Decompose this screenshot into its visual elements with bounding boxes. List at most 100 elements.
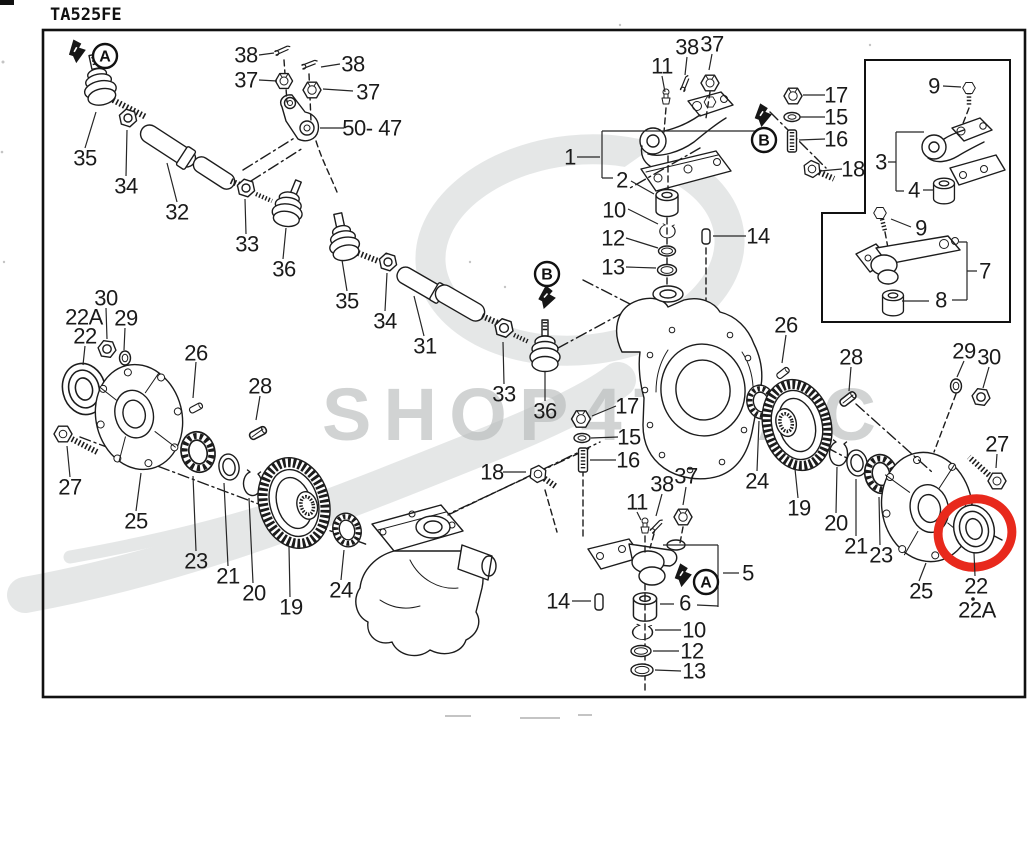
part-label-19: 19 bbox=[787, 496, 811, 521]
part-label-21: 21 bbox=[216, 564, 240, 589]
part-label-22: 22 bbox=[964, 574, 988, 599]
view-direction-arrow-icon bbox=[538, 285, 556, 309]
scan-corner-mark bbox=[0, 0, 14, 5]
part-label-12: 12 bbox=[680, 639, 704, 664]
page-title: TA525FE bbox=[50, 5, 122, 25]
part-label-38: 38 bbox=[341, 52, 365, 77]
part-label-4: 4 bbox=[908, 178, 920, 203]
part-label-26: 26 bbox=[184, 341, 208, 366]
view-direction-arrow-icon bbox=[752, 102, 774, 128]
drag-link-arm bbox=[242, 44, 338, 193]
part-label-22A: 22A bbox=[65, 305, 103, 330]
part-label-35: 35 bbox=[335, 289, 359, 314]
part-label-13: 13 bbox=[601, 255, 625, 280]
part-label-9: 9 bbox=[928, 74, 940, 99]
label-separator-dot bbox=[971, 597, 975, 601]
inset-box bbox=[821, 59, 1011, 323]
part-label-24: 24 bbox=[329, 578, 353, 603]
part-label-23: 23 bbox=[869, 543, 893, 568]
differential-housing bbox=[355, 441, 601, 657]
view-direction-arrow-icon bbox=[66, 37, 88, 65]
part-label-12: 12 bbox=[601, 226, 625, 251]
part-label-37: 37 bbox=[356, 80, 380, 105]
bearing-case-left bbox=[94, 363, 184, 471]
part-label-33: 33 bbox=[235, 232, 259, 257]
view-marker-A: A bbox=[66, 37, 119, 70]
part-label-28: 28 bbox=[839, 345, 863, 370]
scan-noise bbox=[0, 23, 872, 719]
part-label-9: 9 bbox=[915, 216, 927, 241]
part-label-14: 14 bbox=[746, 224, 770, 249]
part-label-1: 1 bbox=[564, 145, 576, 170]
diagram-border bbox=[41, 28, 1027, 699]
part-label-7: 7 bbox=[979, 259, 991, 284]
view-marker-B: B bbox=[750, 102, 778, 154]
part-label-15: 15 bbox=[824, 105, 848, 130]
part-label-35: 35 bbox=[73, 146, 97, 171]
part-label-14: 14 bbox=[546, 589, 570, 614]
part-label-25: 25 bbox=[124, 509, 148, 534]
part-label-18: 18 bbox=[480, 460, 504, 485]
part-label-25: 25 bbox=[909, 579, 933, 604]
part-label-22A: 22A bbox=[958, 598, 996, 623]
axle-housing-center bbox=[439, 285, 791, 519]
part-label-15: 15 bbox=[617, 425, 641, 450]
view-direction-arrow-icon bbox=[672, 562, 694, 588]
bevel-gear-left bbox=[257, 457, 331, 549]
part-label-13: 13 bbox=[682, 659, 706, 684]
part-label-10: 10 bbox=[602, 198, 626, 223]
part-label-23: 23 bbox=[184, 549, 208, 574]
part-label-29: 29 bbox=[114, 306, 138, 331]
part-label-34: 34 bbox=[114, 174, 138, 199]
kingpin-hardware-lower bbox=[526, 410, 592, 490]
part-label-17: 17 bbox=[824, 83, 848, 108]
part-label-10: 10 bbox=[682, 618, 706, 643]
part-label-21: 21 bbox=[844, 534, 868, 559]
part-label-29: 29 bbox=[952, 339, 976, 364]
part-label-27: 27 bbox=[58, 475, 82, 500]
svg-text:B: B bbox=[758, 133, 770, 150]
view-markers: A B B A bbox=[66, 37, 778, 596]
part-label-17: 17 bbox=[615, 394, 639, 419]
part-label-27: 27 bbox=[985, 432, 1009, 457]
part-label-6: 6 bbox=[679, 591, 691, 616]
svg-text:B: B bbox=[541, 267, 553, 284]
part-label-16: 16 bbox=[616, 448, 640, 473]
inset-assemblies bbox=[855, 82, 1006, 317]
part-label-11: 11 bbox=[626, 490, 648, 515]
part-label-33: 33 bbox=[492, 382, 516, 407]
leader-lines bbox=[66, 52, 998, 672]
part-label-22: 22 bbox=[73, 324, 97, 349]
tie-rod-assembly-right bbox=[329, 212, 635, 373]
gear-train-right bbox=[743, 378, 1007, 563]
part-label-38: 38 bbox=[675, 35, 699, 60]
bearing-case-right bbox=[880, 451, 974, 563]
part-label-30: 30 bbox=[94, 286, 118, 311]
part-label-26: 26 bbox=[774, 313, 798, 338]
gear-train-left bbox=[53, 339, 369, 557]
part-label-50-47: 50- 47 bbox=[342, 116, 402, 141]
part-label-11: 11 bbox=[651, 54, 673, 79]
part-label-32: 32 bbox=[165, 200, 189, 225]
tie-rod-assembly-left bbox=[83, 53, 303, 228]
part-label-24: 24 bbox=[745, 469, 769, 494]
svg-text:A: A bbox=[700, 575, 712, 592]
part-label-34: 34 bbox=[373, 309, 397, 334]
part-label-36: 36 bbox=[533, 399, 557, 424]
knuckle-arm-upper bbox=[629, 74, 827, 301]
part-label-37: 37 bbox=[234, 68, 258, 93]
highlight-circle-part-22 bbox=[933, 494, 1017, 572]
part-label-38: 38 bbox=[650, 472, 674, 497]
part-label-16: 16 bbox=[824, 127, 848, 152]
part-label-36: 36 bbox=[272, 257, 296, 282]
part-label-31: 31 bbox=[413, 334, 437, 359]
part-label-18: 18 bbox=[841, 157, 865, 182]
svg-text:A: A bbox=[99, 49, 111, 66]
part-label-37: 37 bbox=[674, 464, 698, 489]
part-label-30: 30 bbox=[977, 345, 1001, 370]
view-marker-B: B bbox=[533, 260, 561, 309]
part-label-5: 5 bbox=[742, 561, 754, 586]
